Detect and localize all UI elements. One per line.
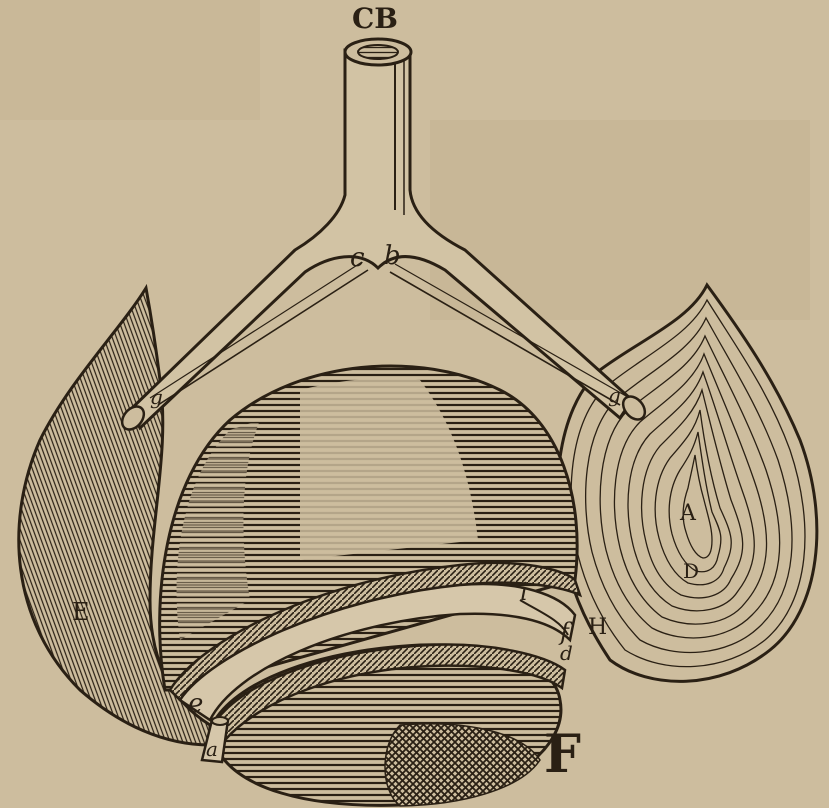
- label-cb: CB: [352, 2, 398, 35]
- paper-stain-2: [0, 0, 260, 120]
- label-g-right: g: [608, 383, 621, 407]
- label-e-lower: e: [188, 689, 203, 719]
- label-f-figure: F: [544, 724, 581, 785]
- label-d-upper: D: [683, 559, 699, 583]
- label-c: c: [350, 243, 365, 273]
- label-a-upper: A: [679, 501, 697, 526]
- label-e-upper: E: [72, 598, 90, 626]
- label-b: b: [384, 241, 401, 271]
- label-d-lower: d: [560, 641, 573, 665]
- label-a-lower: a: [206, 737, 218, 761]
- label-g-left: g: [150, 385, 163, 409]
- label-h: H: [588, 615, 607, 640]
- label-i: i: [520, 578, 528, 606]
